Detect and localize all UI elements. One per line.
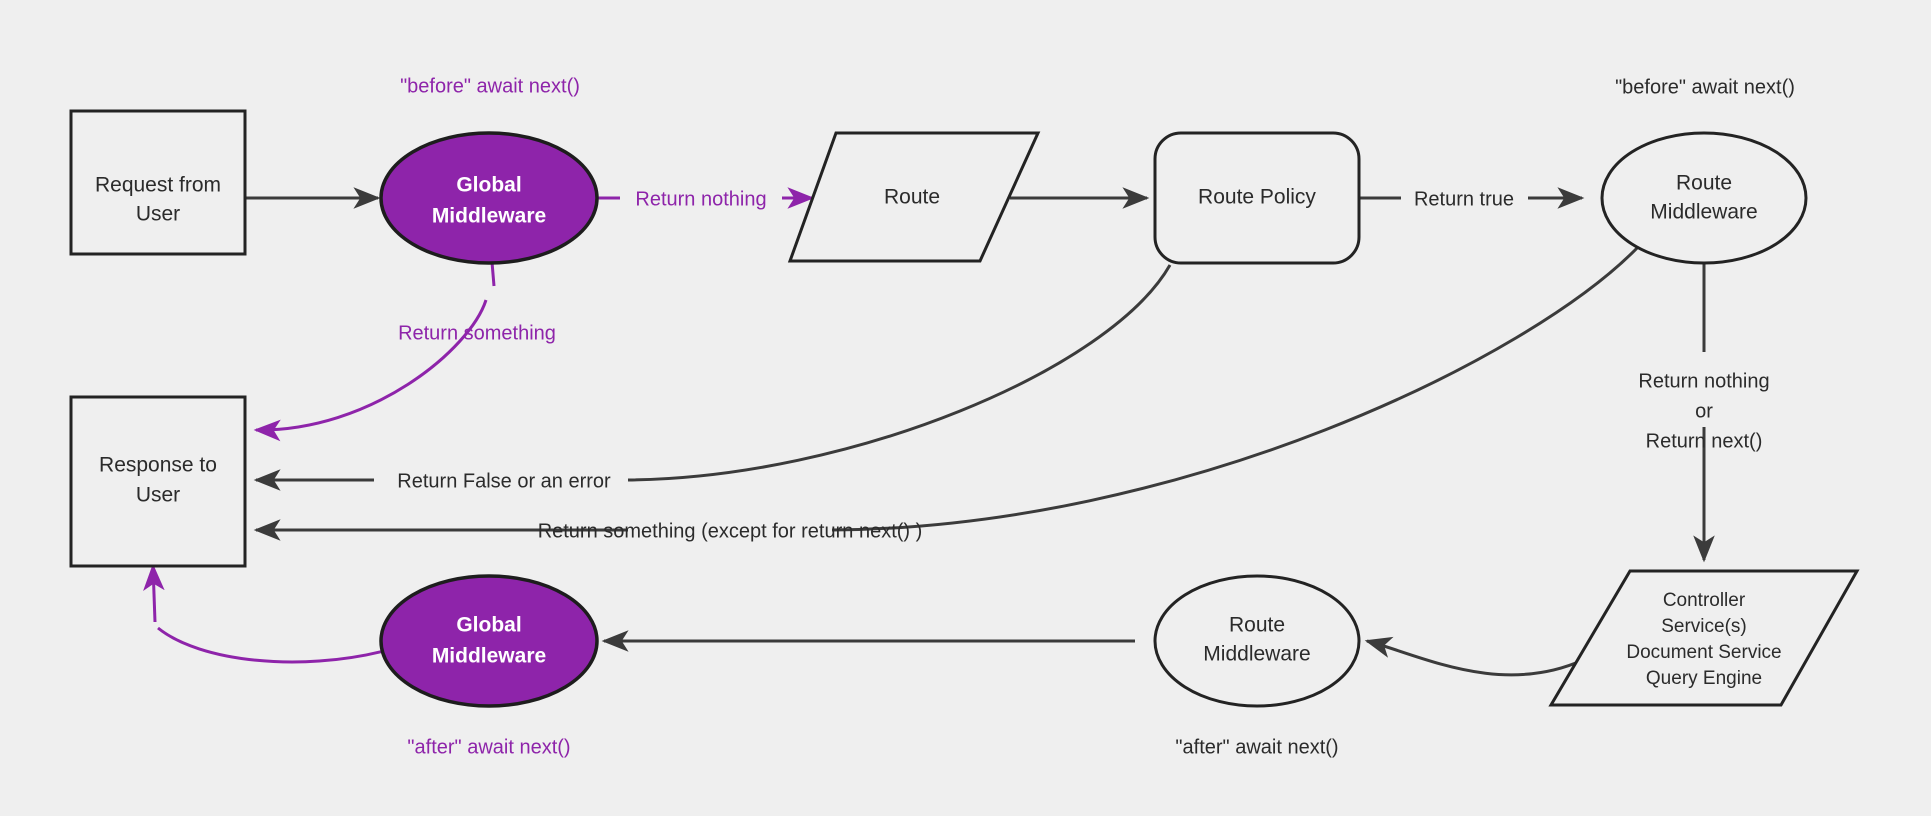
node-route-label: Route xyxy=(884,186,940,209)
node-response-line2: User xyxy=(136,484,180,507)
node-global-middleware-top[interactable]: Global Middleware xyxy=(379,131,599,265)
edge-return-something-except-next: Return something (except for return next… xyxy=(253,243,1642,542)
edge-return-nothing: Return nothing xyxy=(597,187,815,210)
node-response-to-user[interactable]: Response to User xyxy=(69,395,247,568)
edge-return-true: Return true xyxy=(1359,187,1585,210)
node-global-middleware-top-line1: Global xyxy=(456,174,521,197)
node-route-middleware-bottom[interactable]: Route Middleware xyxy=(1153,574,1361,708)
annotation-before-await-next-left: "before" await next() xyxy=(400,75,580,97)
node-global-middleware-bottom-line2: Middleware xyxy=(432,645,546,668)
annotation-before-await-next-right: "before" await next() xyxy=(1615,76,1795,98)
node-route-middleware-top[interactable]: Route Middleware xyxy=(1600,131,1808,265)
edge-return-nothing-or-next: Return nothing or Return next() xyxy=(1638,262,1770,563)
edge-return-false-or-error: Return False or an error xyxy=(253,264,1172,492)
edge-label-return-false-or-error: Return False or an error xyxy=(397,470,611,492)
node-route-middleware-bottom-line2: Middleware xyxy=(1203,643,1310,666)
node-response-line1: Response to xyxy=(99,454,217,477)
node-controller-line1: Controller xyxy=(1663,590,1746,611)
node-global-middleware-top-line2: Middleware xyxy=(432,205,546,228)
edge-label-return-next: Return next() xyxy=(1646,430,1763,452)
node-global-middleware-bottom-line1: Global xyxy=(456,614,521,637)
node-request-line2: User xyxy=(136,203,180,226)
node-controller-line2: Service(s) xyxy=(1661,616,1747,637)
edge-label-return-nothing: Return nothing xyxy=(635,188,766,210)
node-route[interactable]: Route xyxy=(787,131,1041,263)
edge-label-return-something-top: Return something xyxy=(398,322,556,344)
annotation-after-await-next-left: "after" await next() xyxy=(407,736,570,758)
node-global-middleware-bottom[interactable]: Global Middleware xyxy=(379,574,599,708)
edge-controller-to-route-middleware-bottom xyxy=(1364,636,1584,677)
node-request-line1: Request from xyxy=(95,174,221,197)
node-controller-line4: Query Engine xyxy=(1646,668,1762,689)
node-request-from-user[interactable]: Request from User xyxy=(69,109,247,256)
annotation-after-await-next-right: "after" await next() xyxy=(1175,736,1338,758)
node-route-policy[interactable]: Route Policy xyxy=(1153,131,1361,265)
edge-global-middleware-bottom-to-response xyxy=(143,563,385,664)
node-route-middleware-bottom-line1: Route xyxy=(1229,614,1285,637)
node-route-middleware-top-line2: Middleware xyxy=(1650,201,1757,224)
edge-label-return-something-except-next: Return something (except for return next… xyxy=(538,520,923,542)
edge-label-return-nothing: Return nothing xyxy=(1638,370,1769,392)
node-controller-services[interactable]: Controller Service(s) Document Service Q… xyxy=(1548,569,1860,707)
edge-label-return-true: Return true xyxy=(1414,188,1514,210)
edge-label-or: or xyxy=(1695,400,1713,422)
node-route-middleware-top-line1: Route xyxy=(1676,172,1732,195)
edge-return-something-top: Return something xyxy=(253,261,556,442)
node-route-policy-label: Route Policy xyxy=(1198,186,1316,209)
node-controller-line3: Document Service xyxy=(1626,642,1781,663)
